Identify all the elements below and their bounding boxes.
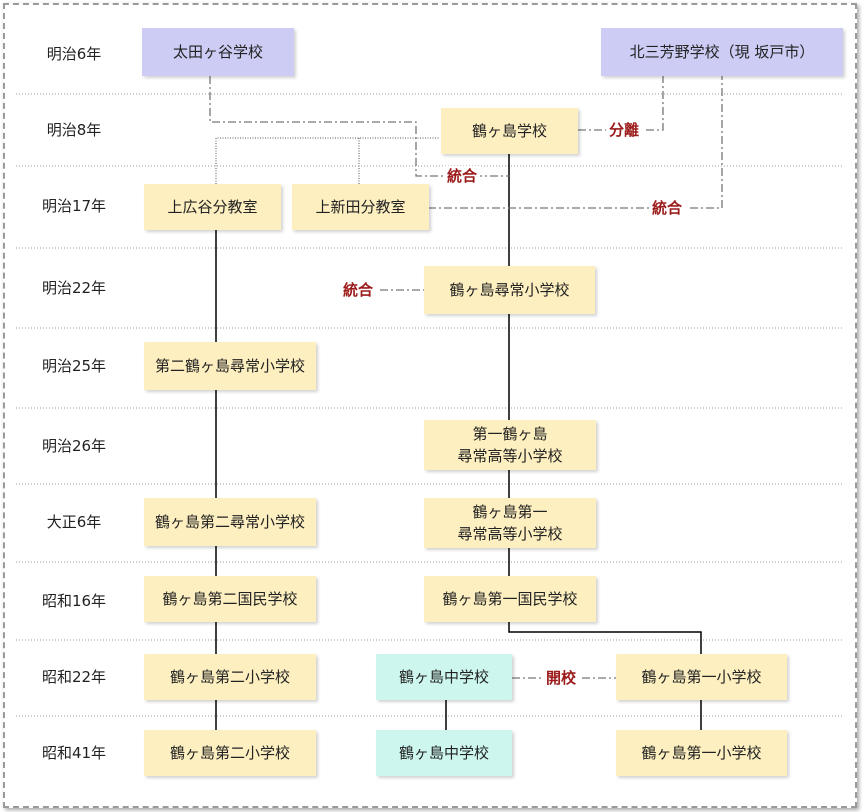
era-meiji17: 明治17年 (41, 197, 107, 215)
school-ootagaya: 太田ヶ谷学校 (142, 28, 294, 76)
school-jinjo: 鶴ヶ島尋常小学校 (424, 266, 595, 314)
era-showa22: 昭和22年 (41, 668, 107, 686)
era-showa16: 昭和16年 (41, 592, 107, 610)
school-dai1koto: 第一鶴ヶ島 尋常高等小学校 (424, 420, 596, 470)
era-meiji26: 明治26年 (41, 437, 107, 455)
school-dai1sho-s41: 鶴ヶ島第一小学校 (616, 730, 787, 776)
school-tsurugashima: 鶴ヶ島学校 (441, 108, 578, 154)
era-meiji6: 明治6年 (46, 45, 102, 63)
school-kamishinden: 上新田分教室 (292, 184, 429, 230)
relation-togo-3: 統合 (340, 280, 377, 300)
era-taisho6: 大正6年 (46, 513, 102, 531)
era-meiji8: 明治8年 (46, 121, 102, 139)
succession-lines (215, 154, 702, 730)
school-dai2sho-s22: 鶴ヶ島第二小学校 (144, 654, 316, 700)
relation-togo-2: 統合 (649, 198, 686, 218)
school-dai2sho-s41: 鶴ヶ島第二小学校 (144, 730, 316, 776)
school-dai1kokumin: 鶴ヶ島第一国民学校 (424, 576, 596, 622)
school-kamihirogaya: 上広谷分教室 (144, 184, 281, 230)
merge-lines (209, 76, 723, 679)
school-chu-s22: 鶴ヶ島中学校 (376, 654, 512, 700)
school-dai1sho-s22: 鶴ヶ島第一小学校 (616, 654, 787, 700)
era-meiji22: 明治22年 (41, 279, 107, 297)
school-dai2kokumin: 鶴ヶ島第二国民学校 (144, 576, 316, 622)
school-dai1koto-t6: 鶴ヶ島第一 尋常高等小学校 (424, 498, 596, 548)
school-kitamiyoshino: 北三芳野学校（現 坂戸市） (601, 28, 843, 76)
era-showa41: 昭和41年 (41, 744, 107, 762)
school-dai2jinjo: 第二鶴ヶ島尋常小学校 (144, 342, 316, 390)
school-chu-s41: 鶴ヶ島中学校 (376, 730, 512, 776)
relation-bunri: 分離 (606, 120, 643, 140)
era-meiji25: 明治25年 (41, 357, 107, 375)
row-separators (16, 93, 844, 717)
branch-lines (215, 137, 440, 184)
school-dai2jinjo-t6: 鶴ヶ島第二尋常小学校 (144, 498, 316, 546)
relation-togo-1: 統合 (444, 166, 481, 186)
relation-kaiko: 開校 (543, 668, 580, 688)
